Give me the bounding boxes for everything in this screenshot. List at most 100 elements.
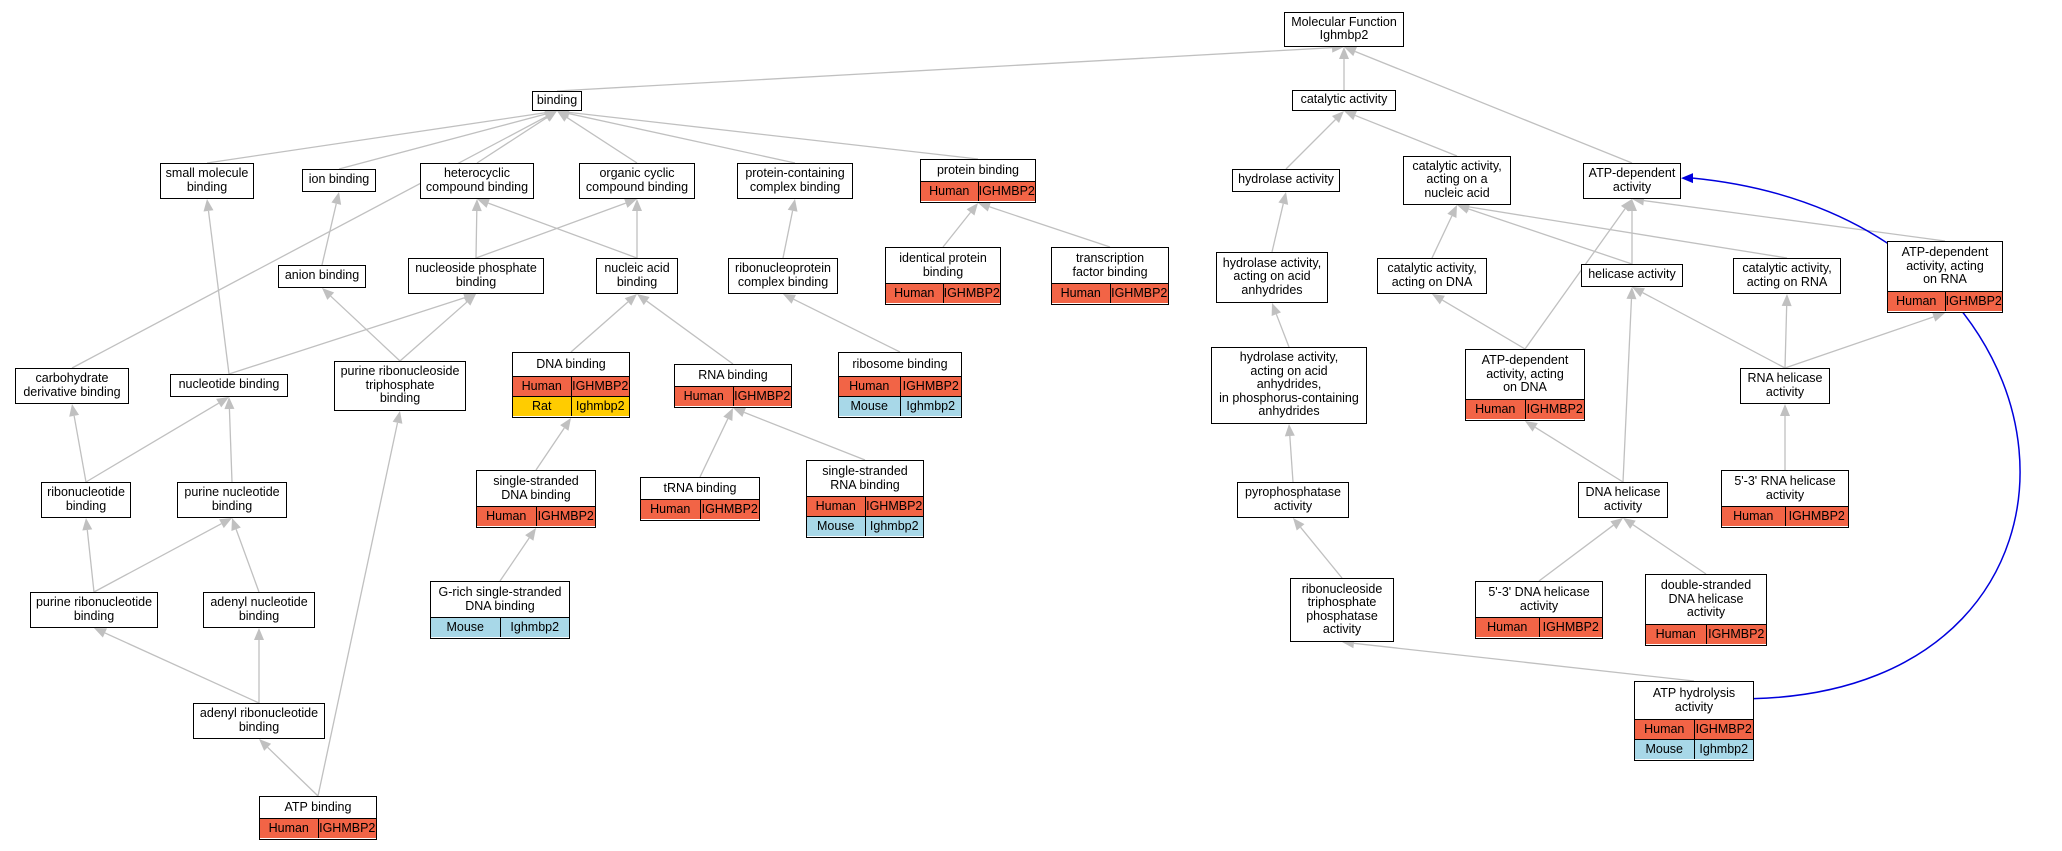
go-term-pyrophos[interactable]: pyrophosphatase activity: [1237, 482, 1349, 518]
species-cell: Human: [1475, 401, 1516, 416]
go-term-catalytic[interactable]: catalytic activity: [1292, 90, 1396, 111]
edge-34: [1275, 313, 1290, 348]
edge-arrowhead: [259, 739, 272, 751]
edge-arrowhead: [1344, 110, 1357, 121]
go-term-rnp-complex[interactable]: ribonucleoprotein complex binding: [728, 258, 838, 294]
go-term-nucleoside-phos[interactable]: nucleoside phosphate binding: [408, 258, 544, 294]
go-term-adenyl-nucleotide[interactable]: adenyl nucleotide binding: [203, 592, 315, 628]
go-term-label: protein binding: [936, 162, 1019, 177]
go-term-label: catalytic activity, acting on DNA: [1387, 261, 1477, 289]
edge-60: [317, 422, 399, 797]
edge-arrowhead: [231, 518, 241, 531]
species-cell: Rat: [532, 398, 552, 413]
go-term-ribonucleotide[interactable]: ribonucleotide binding: [41, 482, 131, 518]
go-term-organic-cyclic[interactable]: organic cyclic compound binding: [579, 163, 695, 199]
species-cell: Human: [1733, 508, 1774, 523]
go-term-hyd-anhydrides[interactable]: hydrolase activity, acting on acid anhyd…: [1216, 252, 1328, 303]
edge-26: [1524, 208, 1626, 350]
edge-58: [1353, 642, 1695, 682]
edge-50: [93, 523, 222, 593]
edge-32: [646, 300, 734, 365]
go-term-hyd-phos-anhyd[interactable]: hydrolase activity, acting on acid anhyd…: [1211, 347, 1367, 424]
edge-22: [1468, 208, 1633, 265]
go-term-cat-rna[interactable]: catalytic activity, acting on RNA: [1733, 258, 1841, 294]
go-term-purine-ribonucleotide[interactable]: purine ribonucleotide binding: [30, 592, 158, 628]
go-term-cat-nucleic[interactable]: catalytic activity, acting on a nucleic …: [1403, 156, 1511, 205]
edge-arrowhead: [978, 202, 991, 212]
gene-cell: IGHMBP2: [732, 387, 792, 406]
edge-21: [1431, 215, 1453, 259]
go-term-mf[interactable]: Molecular Function Ighmbp2: [1284, 12, 1404, 47]
go-term-rntp-phosphatase[interactable]: ribonucleoside triphosphate phosphatase …: [1290, 578, 1394, 642]
edge-arrowhead: [783, 294, 796, 304]
edge-arrowhead: [1525, 421, 1538, 432]
edge-arrowhead: [544, 111, 557, 122]
go-term-carb-deriv[interactable]: carbohydrate derivative binding: [15, 368, 129, 404]
edge-37: [1784, 305, 1788, 369]
edge-44: [743, 411, 866, 461]
go-term-label: RNA helicase activity: [1747, 371, 1823, 399]
go-term-nucleic-acid[interactable]: nucleic acid binding: [596, 258, 678, 294]
edge-arrowhead: [624, 198, 637, 208]
edge-arrowhead: [331, 192, 342, 205]
go-term-purine-rntp[interactable]: purine ribonucleoside triphosphate bindi…: [334, 361, 466, 411]
go-term-rna-helicase[interactable]: RNA helicase activity: [1740, 368, 1830, 404]
go-term-label: G-rich single-stranded DNA binding: [438, 585, 562, 613]
go-term-label: helicase activity: [1588, 267, 1676, 282]
go-term-label: nucleoside phosphate binding: [415, 261, 537, 289]
edge-30: [399, 301, 468, 362]
go-term-label: catalytic activity: [1300, 92, 1388, 107]
go-term-helicase[interactable]: helicase activity: [1581, 264, 1683, 287]
edge-arrowhead: [1681, 173, 1693, 184]
gene-cell: IGHMBP2: [1784, 507, 1849, 526]
edge-42: [535, 427, 565, 471]
go-term-ion[interactable]: ion binding: [302, 169, 376, 192]
species-cell: Mouse: [1645, 741, 1684, 756]
species-cell: Human: [894, 285, 935, 300]
gene-cell: IGHMBP2: [942, 284, 1001, 303]
go-term-anion[interactable]: anion binding: [278, 265, 366, 288]
go-term-protein-complex[interactable]: protein-containing complex binding: [737, 163, 853, 199]
go-term-dna-helicase[interactable]: DNA helicase activity: [1578, 482, 1668, 518]
go-term-heterocyclic[interactable]: heterocyclic compound binding: [420, 163, 534, 199]
go-term-label: catalytic activity, acting on RNA: [1742, 261, 1832, 289]
species-cell: Human: [683, 388, 724, 403]
go-term-nucleotide[interactable]: nucleotide binding: [170, 374, 288, 397]
go-term-binding[interactable]: binding: [532, 91, 582, 111]
edge-53: [1300, 526, 1343, 579]
go-term-hydrolase[interactable]: hydrolase activity: [1232, 169, 1340, 192]
go-term-cat-dna[interactable]: catalytic activity, acting on DNA: [1377, 258, 1487, 294]
edge-35: [1441, 299, 1526, 350]
go-term-purine-nucleotide[interactable]: purine nucleotide binding: [177, 482, 287, 518]
go-term-label: adenyl ribonucleotide binding: [199, 706, 319, 734]
go-term-small-mol[interactable]: small molecule binding: [160, 163, 254, 199]
go-term-label: organic cyclic compound binding: [585, 166, 689, 194]
go-term-adenyl-ribonucleotide[interactable]: adenyl ribonucleotide binding: [193, 703, 325, 739]
gene-cell: IGHMBP2: [570, 377, 630, 396]
edge-arrowhead: [733, 407, 746, 418]
go-term-label: 5'-3' DNA helicase activity: [1488, 585, 1590, 613]
go-term-atp-dep[interactable]: ATP-dependent activity: [1583, 163, 1681, 199]
